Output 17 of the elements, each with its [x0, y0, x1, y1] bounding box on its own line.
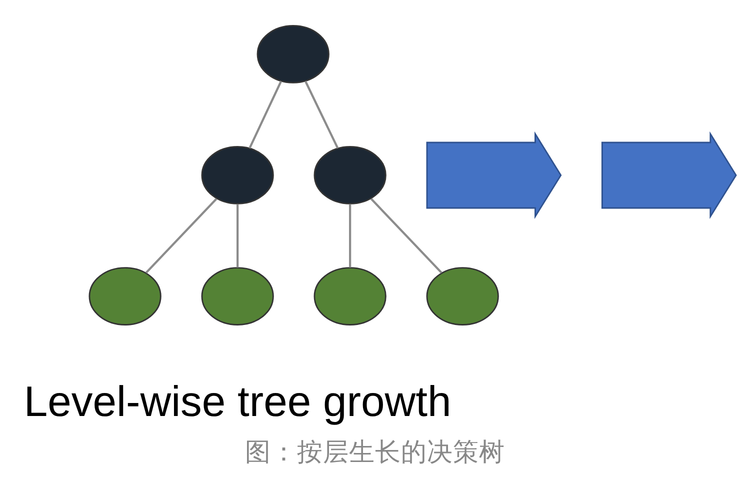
node-circle [88, 267, 162, 326]
connector [145, 198, 218, 274]
connector [370, 198, 442, 274]
node-circle [201, 146, 274, 204]
node-circle [426, 267, 499, 326]
caption: 图：按层生长的决策树 [245, 438, 505, 467]
connector [236, 204, 239, 268]
node-arrow [426, 131, 562, 220]
label: Level-wise tree growth [24, 378, 452, 426]
connector [248, 80, 282, 149]
node-circle [314, 146, 386, 204]
connector [304, 80, 339, 149]
node-circle [201, 267, 274, 326]
node-arrow [601, 131, 737, 220]
node-circle [256, 24, 330, 84]
node-circle [314, 267, 386, 326]
connector [349, 204, 352, 268]
